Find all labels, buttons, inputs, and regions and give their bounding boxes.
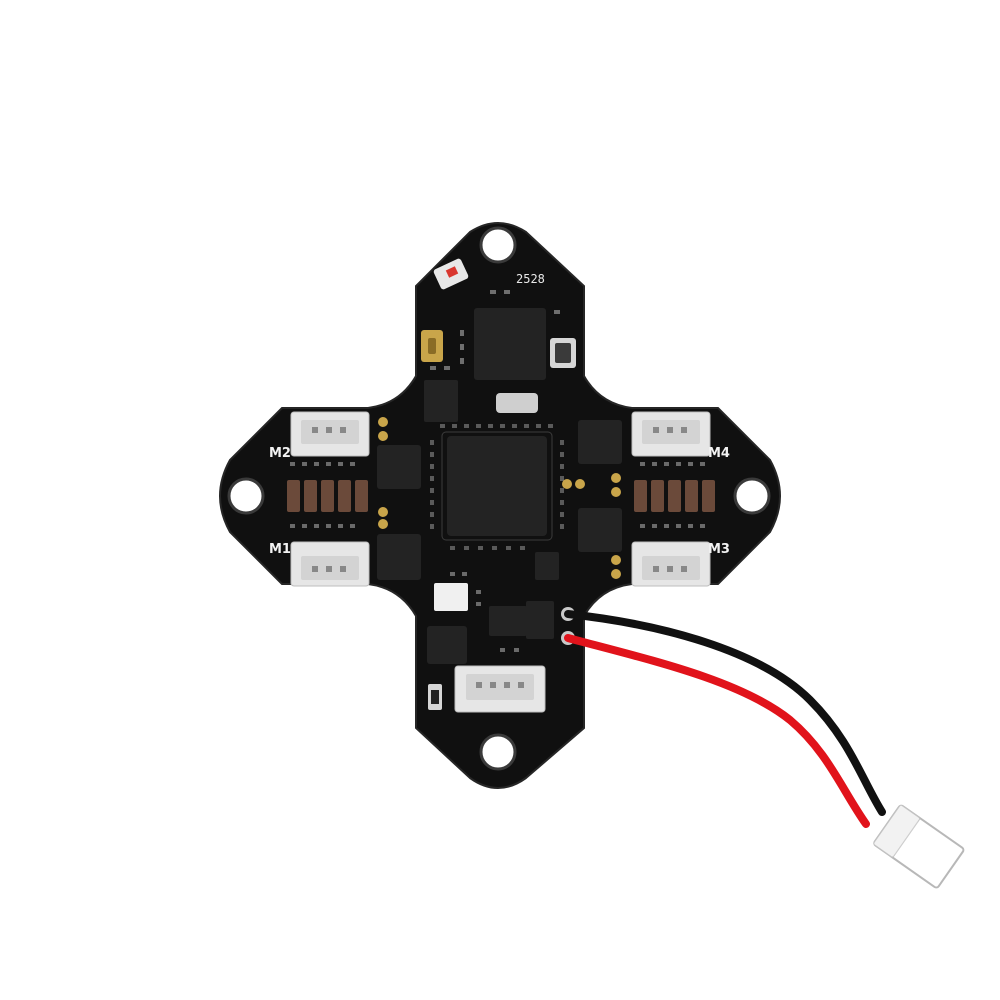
motor-label-m1: M1	[269, 542, 291, 557]
capacitor-bank-right	[634, 480, 715, 512]
mounting-hole-top	[479, 226, 517, 264]
wire-black	[564, 610, 886, 816]
mounting-hole-left	[227, 477, 265, 515]
mcu-chip	[447, 436, 547, 536]
motor-connector-m2	[290, 411, 370, 457]
battery-plug	[873, 804, 965, 889]
receiver-connector	[454, 665, 546, 713]
board-code-label: 2528	[516, 272, 545, 286]
left-esc: M2 M1	[269, 411, 421, 587]
motor-connector-m1	[290, 541, 370, 587]
power-mosfet	[526, 601, 554, 639]
battery-lead	[561, 607, 965, 889]
mosfet-right-top	[578, 420, 622, 464]
regulator-chip-2	[489, 606, 527, 636]
motor-label-m4: M4	[708, 446, 730, 461]
gyro-chip	[474, 308, 546, 380]
white-component	[434, 583, 468, 611]
mcu-area	[430, 424, 564, 550]
capacitor-bank-left	[287, 480, 368, 512]
motor-connector-m4	[631, 411, 711, 457]
bottom-components	[427, 552, 559, 713]
wire-red	[564, 634, 870, 828]
mounting-hole-right	[733, 477, 771, 515]
crystal	[496, 393, 538, 413]
regulator-chip	[427, 626, 467, 664]
mosfet-right-bottom	[578, 508, 622, 552]
mosfet-left-bottom	[377, 534, 421, 580]
motor-label-m3: M3	[708, 542, 730, 557]
motor-label-m2: M2	[269, 446, 291, 461]
motor-connector-m3	[631, 541, 711, 587]
top-components: 2528	[421, 258, 576, 422]
mosfet-left-top	[377, 445, 421, 489]
mounting-hole-bottom	[479, 733, 517, 771]
right-esc: M4 M3	[562, 411, 730, 587]
